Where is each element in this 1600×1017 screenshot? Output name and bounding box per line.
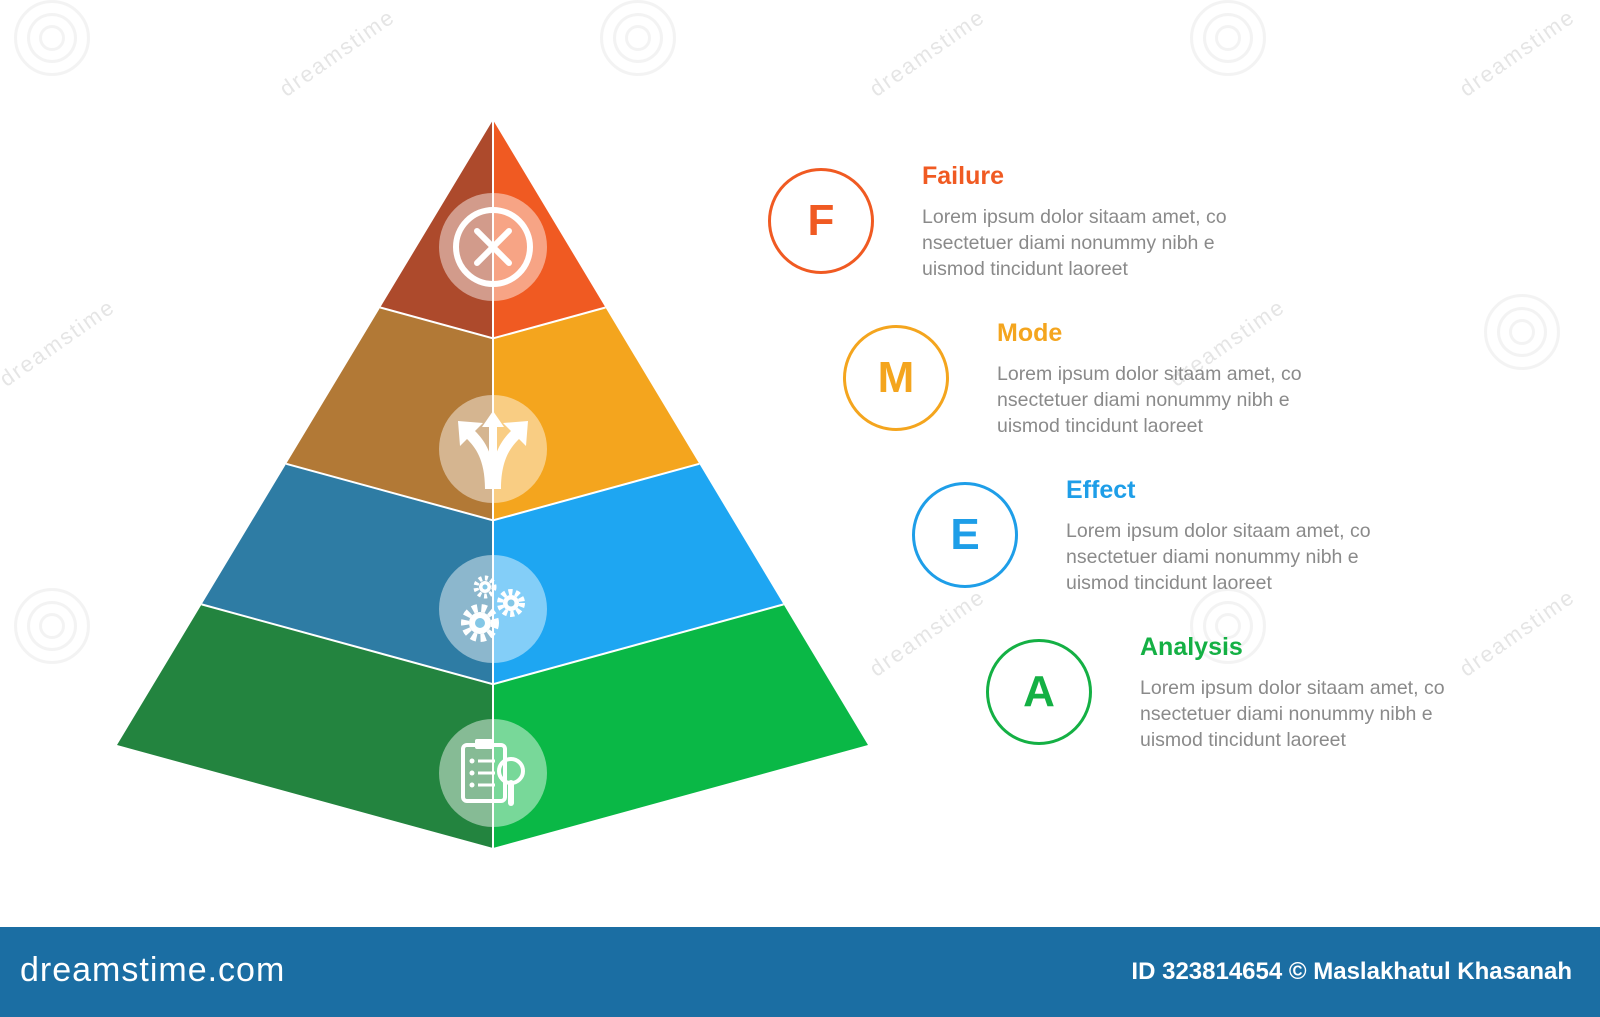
item-effect: E Effect Lorem ipsum dolor sitaam amet, …	[912, 476, 1600, 602]
letter-badge: A	[986, 639, 1092, 745]
split-arrows-icon	[439, 395, 547, 503]
description-line: uismod tincidunt laoreet	[1140, 729, 1346, 751]
description-line: nsectetuer diami nonummy nibh e	[1066, 546, 1359, 568]
description-line: nsectetuer diami nonummy nibh e	[1140, 703, 1433, 725]
pyramid-level-mode-left-face	[286, 307, 493, 521]
letter-badge: E	[912, 482, 1018, 588]
pyramid-dividers	[201, 120, 784, 848]
pyramid-levels	[117, 120, 868, 848]
item-description: Lorem ipsum dolor sitaam amet, co nsecte…	[1066, 518, 1426, 596]
pyramid-level-analysis-left-face	[117, 604, 493, 848]
footer-credit: ID 323814654 © Maslakhatul Khasanah	[1131, 958, 1572, 985]
item-title: Mode	[997, 319, 1063, 347]
description-line: nsectetuer diami nonummy nibh e	[997, 389, 1290, 411]
item-title: Analysis	[1140, 633, 1243, 661]
badge-letter: A	[1023, 667, 1055, 716]
description-line: Lorem ipsum dolor sitaam amet, co	[922, 206, 1227, 228]
footer-brand: dreamstime.com	[20, 951, 286, 989]
watermark-spiral-icon	[1190, 0, 1266, 76]
item-description: Lorem ipsum dolor sitaam amet, co nsecte…	[922, 204, 1282, 282]
description-line: Lorem ipsum dolor sitaam amet, co	[997, 363, 1302, 385]
item-description: Lorem ipsum dolor sitaam amet, co nsecte…	[1140, 675, 1500, 753]
pyramid-level-analysis-right-face	[493, 604, 868, 848]
pyramid-level-mode-right-face	[493, 307, 700, 521]
item-mode: M Mode Lorem ipsum dolor sitaam amet, co…	[843, 319, 1563, 445]
watermark-spiral-icon	[600, 0, 676, 76]
pyramid-level-effect-left-face	[201, 463, 493, 685]
footer-bar: dreamstime.com ID 323814654 © Maslakhatu…	[0, 927, 1600, 1017]
description-line: uismod tincidunt laoreet	[922, 258, 1128, 280]
letter-badge: M	[843, 325, 949, 431]
item-title: Effect	[1066, 476, 1136, 504]
pyramid-level-failure-left-face	[380, 120, 493, 339]
close-icon	[439, 193, 547, 301]
item-title: Failure	[922, 162, 1004, 190]
description-line: uismod tincidunt laoreet	[1066, 572, 1272, 594]
item-description: Lorem ipsum dolor sitaam amet, co nsecte…	[997, 361, 1357, 439]
pyramid-icons	[439, 193, 547, 827]
watermark-spiral-icon	[14, 0, 90, 76]
letter-badge: F	[768, 168, 874, 274]
description-line: uismod tincidunt laoreet	[997, 415, 1203, 437]
description-line: Lorem ipsum dolor sitaam amet, co	[1066, 520, 1371, 542]
pyramid-level-effect-right-face	[493, 463, 784, 685]
description-line: Lorem ipsum dolor sitaam amet, co	[1140, 677, 1445, 699]
pyramid-level-failure-right-face	[493, 120, 606, 339]
clipboard-search-icon	[439, 719, 547, 827]
watermark-spiral-icon	[1484, 294, 1560, 370]
watermark-spiral-icon	[1190, 588, 1266, 664]
gears-icon	[439, 555, 547, 663]
description-line: nsectetuer diami nonummy nibh e	[922, 232, 1215, 254]
badge-letter: E	[950, 510, 980, 559]
badge-letter: M	[877, 353, 915, 402]
item-analysis: A Analysis Lorem ipsum dolor sitaam amet…	[986, 633, 1600, 759]
watermark-spiral-icon	[14, 588, 90, 664]
badge-letter: F	[807, 196, 835, 245]
item-failure: F Failure Lorem ipsum dolor sitaam amet,…	[768, 162, 1488, 288]
